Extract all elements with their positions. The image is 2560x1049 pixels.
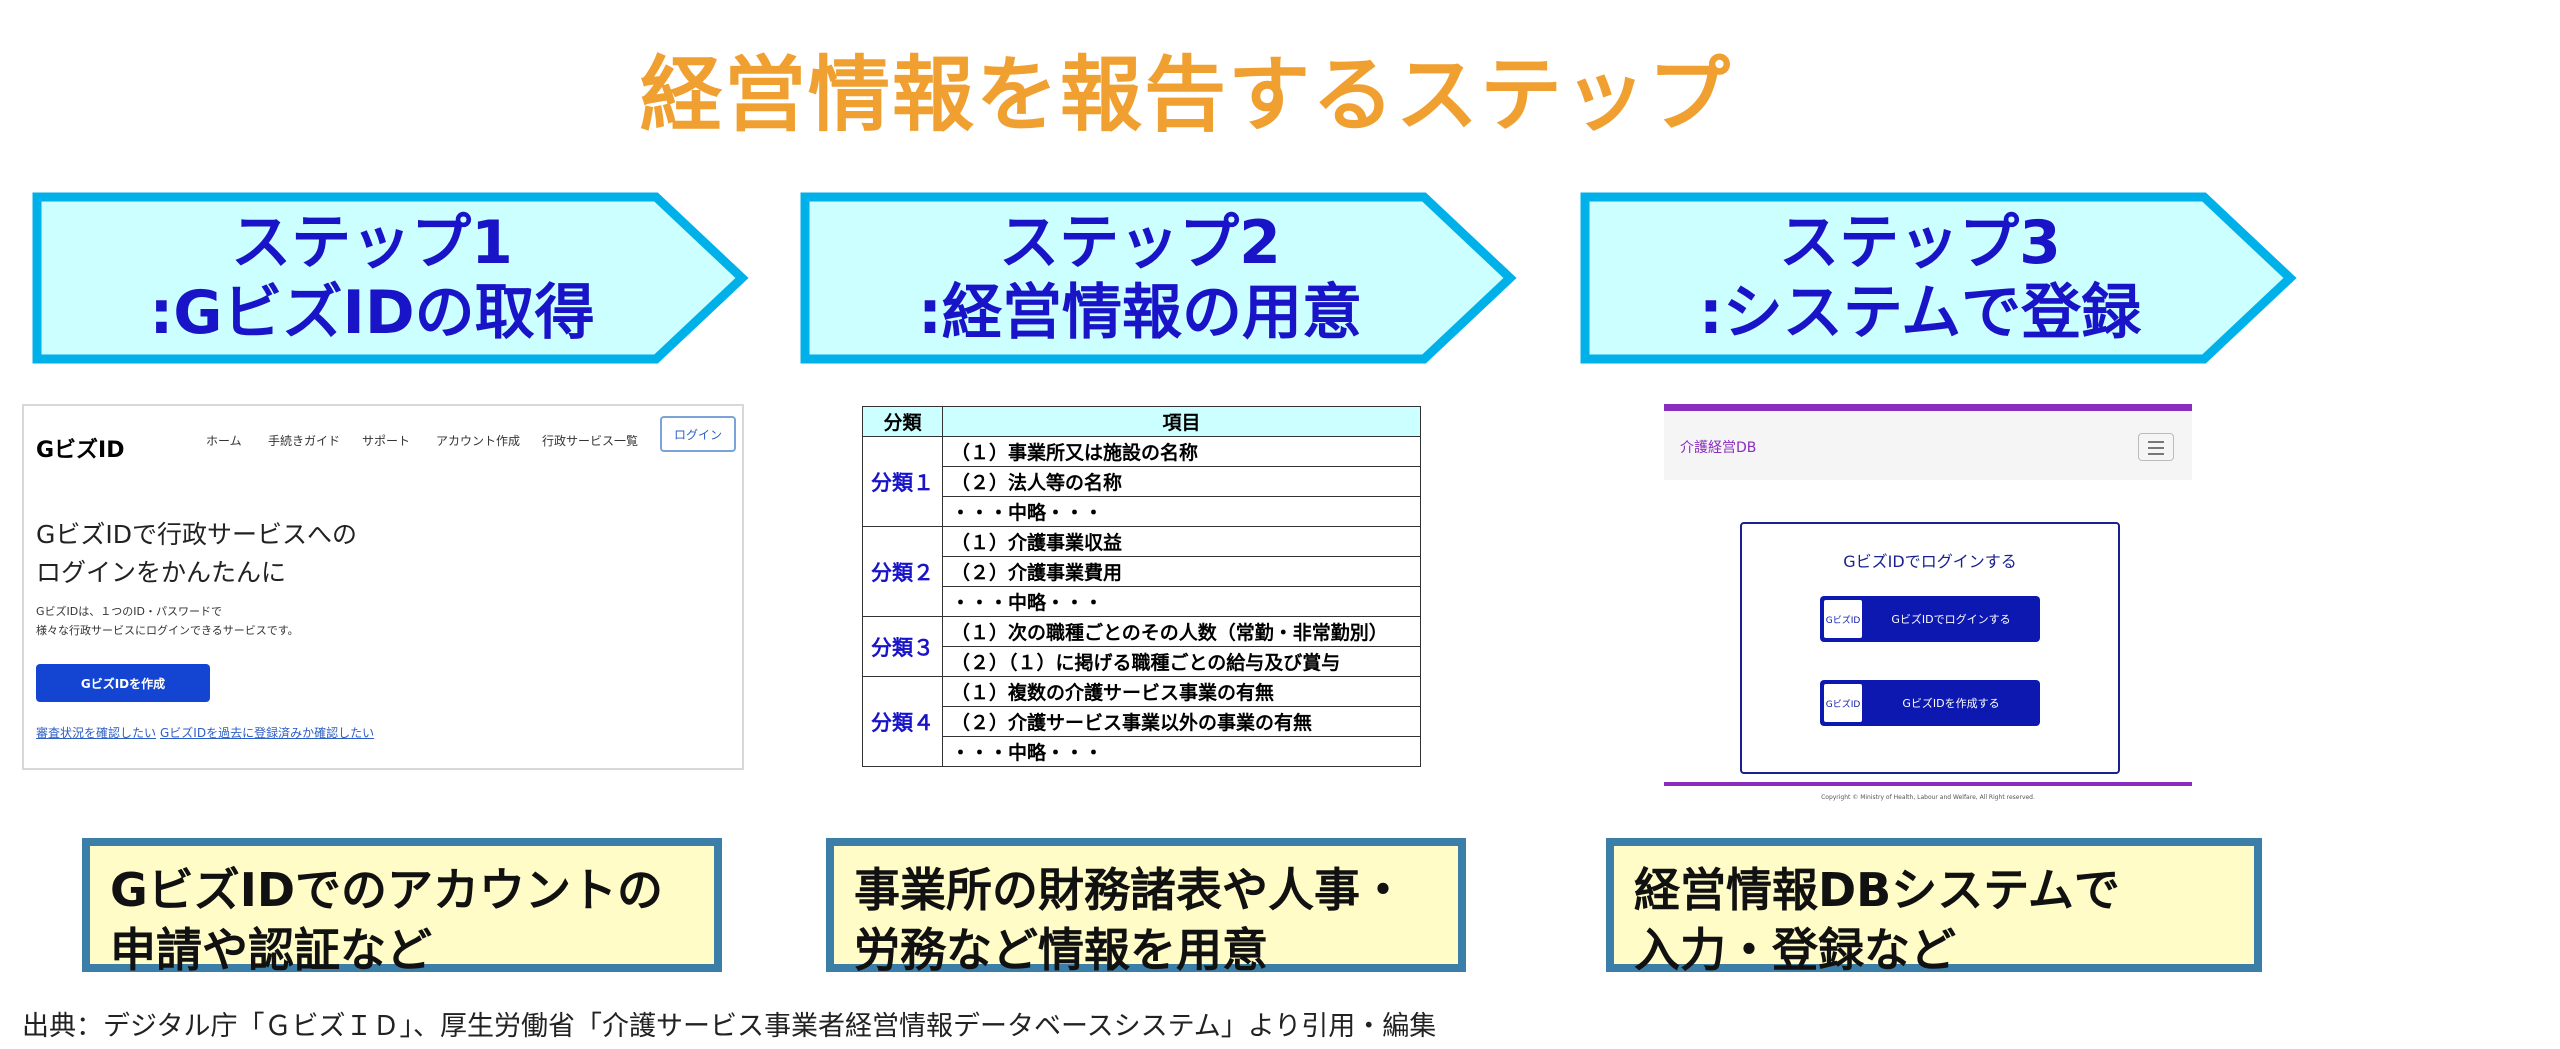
footer-divider <box>1664 782 2192 786</box>
item-cell: ・・・中略・・・ <box>942 496 1421 527</box>
step1-description: GビズIDでのアカウントの 申請や認証など <box>82 838 722 977</box>
info-table: 分類 項目 分類１ （１）事業所又は施設の名称 （２）法人等の名称 ・・・中略・… <box>862 406 1421 767</box>
step2-arrow-shape <box>800 192 1517 364</box>
step2-arrow: ステップ2:経営情報の用意 <box>800 192 1520 364</box>
login-card: GビズIDでログインする GビズID GビズIDでログインする GビズID Gビ… <box>1740 522 2120 774</box>
item-cell: （２）介護事業費用 <box>942 556 1421 587</box>
copyright-text: Copyright © Ministry of Health, Labour a… <box>1821 794 2035 801</box>
gbiz-description-line2: 様々な行政サービスにログインできるサービスです。 <box>36 624 299 637</box>
step3-subtitle: :システムで登録 <box>1698 278 2142 348</box>
gbiz-login-button[interactable]: GビズID GビズIDでログインする <box>1820 596 2040 642</box>
item-cell: （１）複数の介護サービス事業の有無 <box>942 676 1421 707</box>
login-button[interactable]: ログイン <box>660 416 736 452</box>
gbiz-headline-line1: GビズIDで行政サービスへの <box>36 520 357 549</box>
gbiz-headline-line2: ログインをかんたんに <box>36 558 287 587</box>
category-cell: 分類１ <box>862 436 943 527</box>
step1-description-line1: GビズIDでのアカウントの <box>110 863 664 917</box>
table-row: 分類２ （１）介護事業収益 <box>862 526 1421 617</box>
table-row: （２）法人等の名称 <box>863 466 1421 497</box>
step1-title: ステップ1 <box>231 208 513 278</box>
table-row: 分類１ （１）事業所又は施設の名称 <box>862 436 1421 527</box>
step3-arrow-shape <box>1580 192 2297 364</box>
category-cell: 分類３ <box>862 616 943 677</box>
item-cell: （１）事業所又は施設の名称 <box>942 436 1421 467</box>
table-row: ・・・中略・・・ <box>863 586 1421 617</box>
step3-description-line2: 入力・登録など <box>1634 923 1956 977</box>
step2-description: 事業所の財務諸表や人事・ 労務など情報を用意 <box>826 838 1466 977</box>
kaigo-header: 介護経営DB <box>1664 404 2192 480</box>
page-title: 経営情報を報告するステップ <box>640 48 1733 143</box>
table-header-row: 分類 項目 <box>862 406 1421 437</box>
gbiz-logo-icon: GビズID <box>1824 684 1862 722</box>
item-cell: ・・・中略・・・ <box>942 586 1421 617</box>
step3-title: ステップ3 <box>1779 208 2061 278</box>
nav-services[interactable]: 行政サービス一覧 <box>542 434 639 448</box>
login-card-title: GビズIDでログインする <box>1843 552 2017 571</box>
step2-title: ステップ2 <box>999 208 1281 278</box>
table-row: ・・・中略・・・ <box>863 736 1421 767</box>
item-cell: （１）次の職種ごとのその人数（常勤・非常勤別） <box>942 616 1421 647</box>
hamburger-menu-icon[interactable] <box>2138 433 2174 461</box>
table-row: 分類４ （１）複数の介護サービス事業の有無 <box>862 676 1421 767</box>
step1-arrow: ステップ1:GビズIDの取得 <box>32 192 752 364</box>
category-cell: 分類２ <box>862 526 943 617</box>
category-cell: 分類４ <box>862 676 943 767</box>
gbiz-headline: GビズIDで行政サービスへの ログインをかんたんに <box>36 516 357 592</box>
nav-guide[interactable]: 手続きガイド <box>268 434 341 448</box>
step2-description-line1: 事業所の財務諸表や人事・ <box>854 863 1406 917</box>
gbiz-create-button-label: GビズIDを作成する <box>1902 697 2000 710</box>
item-cell: （２）法人等の名称 <box>942 466 1421 497</box>
step1-description-line2: 申請や認証など <box>110 923 432 977</box>
step3-description: 経営情報DBシステムで 入力・登録など <box>1606 838 2262 977</box>
nav-account[interactable]: アカウント作成 <box>436 434 521 448</box>
table-row: （２）介護サービス事業以外の事業の有無 <box>863 706 1421 737</box>
gbiz-logo[interactable]: GビズID <box>36 438 125 463</box>
item-cell: ・・・中略・・・ <box>942 736 1421 767</box>
table-row: （２）介護事業費用 <box>863 556 1421 587</box>
step1-subtitle: :GビズIDの取得 <box>149 278 595 348</box>
step1-arrow-shape <box>32 192 749 364</box>
item-cell: （２）介護サービス事業以外の事業の有無 <box>942 706 1421 737</box>
table-header-item: 項目 <box>942 406 1421 437</box>
gbiz-description-line1: GビズIDは、１つのID・パスワードで <box>36 605 222 618</box>
gbiz-logo-icon: GビズID <box>1824 600 1862 638</box>
source-citation: 出典：デジタル庁「ＧビズＩＤ」、厚生労働省「介護サービス事業者経営情報データベー… <box>22 1011 1437 1042</box>
gbiz-description: GビズIDは、１つのID・パスワードで 様々な行政サービスにログインできるサービ… <box>36 602 299 640</box>
gbiz-screenshot: GビズID ホーム 手続きガイド サポート アカウント作成 行政サービス一覧 ロ… <box>22 404 744 770</box>
nav-support[interactable]: サポート <box>362 434 411 448</box>
registered-check-link[interactable]: GビズIDを過去に登録済みか確認したい <box>160 726 375 740</box>
kaigo-db-screenshot: 介護経営DB GビズIDでログインする GビズID GビズIDでログインする G… <box>1664 404 2192 804</box>
table-row: （２）（１）に掲げる職種ごとの給与及び賞与 <box>863 646 1421 677</box>
step3-arrow: ステップ3:システムで登録 <box>1580 192 2300 364</box>
item-cell: （１）介護事業収益 <box>942 526 1421 557</box>
kaigo-brand[interactable]: 介護経営DB <box>1680 440 1757 456</box>
table-row: ・・・中略・・・ <box>863 496 1421 527</box>
nav-home[interactable]: ホーム <box>206 434 242 448</box>
table-header-category: 分類 <box>862 406 943 437</box>
create-gbiz-button[interactable]: GビズIDを作成 <box>36 664 210 702</box>
gbiz-login-button-label: GビズIDでログインする <box>1891 613 2011 626</box>
step2-description-line2: 労務など情報を用意 <box>854 923 1268 977</box>
table-row: 分類３ （１）次の職種ごとのその人数（常勤・非常勤別） <box>862 616 1421 677</box>
item-cell: （２）（１）に掲げる職種ごとの給与及び賞与 <box>942 646 1421 677</box>
gbiz-create-button[interactable]: GビズID GビズIDを作成する <box>1820 680 2040 726</box>
step2-subtitle: :経営情報の用意 <box>918 278 1362 348</box>
review-status-link[interactable]: 審査状況を確認したい <box>36 726 157 740</box>
step3-description-line1: 経営情報DBシステムで <box>1634 863 2120 917</box>
